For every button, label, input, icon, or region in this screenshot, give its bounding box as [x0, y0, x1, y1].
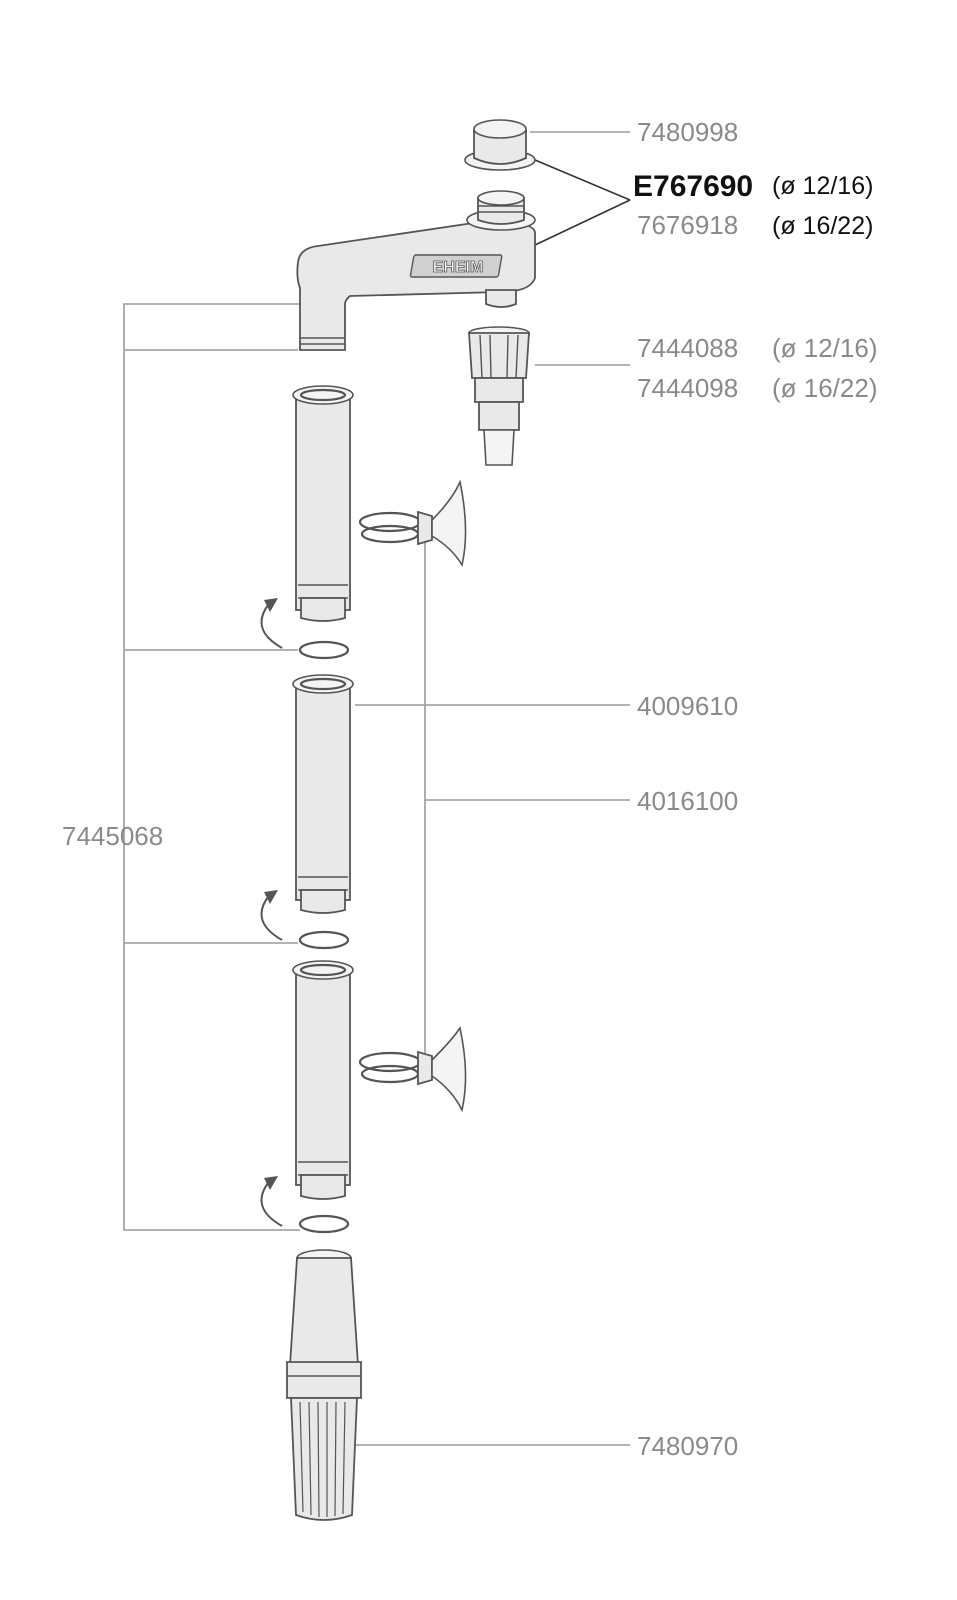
outlet-elbow: EHEIM: [296, 190, 536, 351]
hose-connector: [468, 326, 530, 466]
tube-3: [292, 960, 354, 1200]
leader-set-elbow: [534, 199, 631, 246]
leader-lines: [123, 131, 631, 1446]
label-suction-cup-number: 4016100: [637, 786, 738, 816]
label-cap-number: 7480998: [637, 117, 738, 147]
arrow-icon: [260, 896, 283, 941]
arrow-icon: [260, 1182, 283, 1227]
o-ring-2: [298, 930, 350, 950]
tube-segments: [292, 385, 354, 1234]
svg-text:EHEIM: EHEIM: [433, 259, 484, 276]
strainer-part: [286, 1249, 362, 1521]
leader-suction-cup: [424, 535, 630, 801]
label-connector-a-size: (ø 12/16): [772, 333, 878, 363]
assembly-arrows: [260, 598, 283, 1227]
cap-part: [464, 119, 536, 171]
label-set-a-number: E767690: [633, 170, 753, 203]
part-labels: 7480998 E767690 (ø 12/16) 7676918 (ø 16/…: [62, 117, 878, 1461]
o-ring-1: [298, 640, 350, 660]
leader-set-cap: [534, 159, 631, 201]
label-connector-b-size: (ø 16/22): [772, 373, 878, 403]
tube-1: [292, 385, 354, 622]
brand-logo: EHEIM: [409, 254, 503, 278]
label-set-a-size: (ø 12/16): [772, 172, 873, 200]
arrow-icon: [260, 604, 283, 649]
label-set-b-size: (ø 16/22): [772, 212, 873, 240]
label-strainer-number: 7480970: [637, 1431, 738, 1461]
label-intake-tube-number: 4009610: [637, 691, 738, 721]
tube-2: [292, 674, 354, 914]
suction-cup-lower: [358, 1025, 467, 1113]
label-connector-b-number: 7444098: [637, 373, 738, 403]
label-set-b-number: 7676918: [637, 210, 738, 240]
tube-set-bracket: [123, 303, 345, 1231]
label-connector-a-number: 7444088: [637, 333, 738, 363]
suction-cup-upper: [358, 479, 467, 568]
label-tube-set-number: 7445068: [62, 821, 163, 851]
o-ring-3: [298, 1214, 350, 1234]
